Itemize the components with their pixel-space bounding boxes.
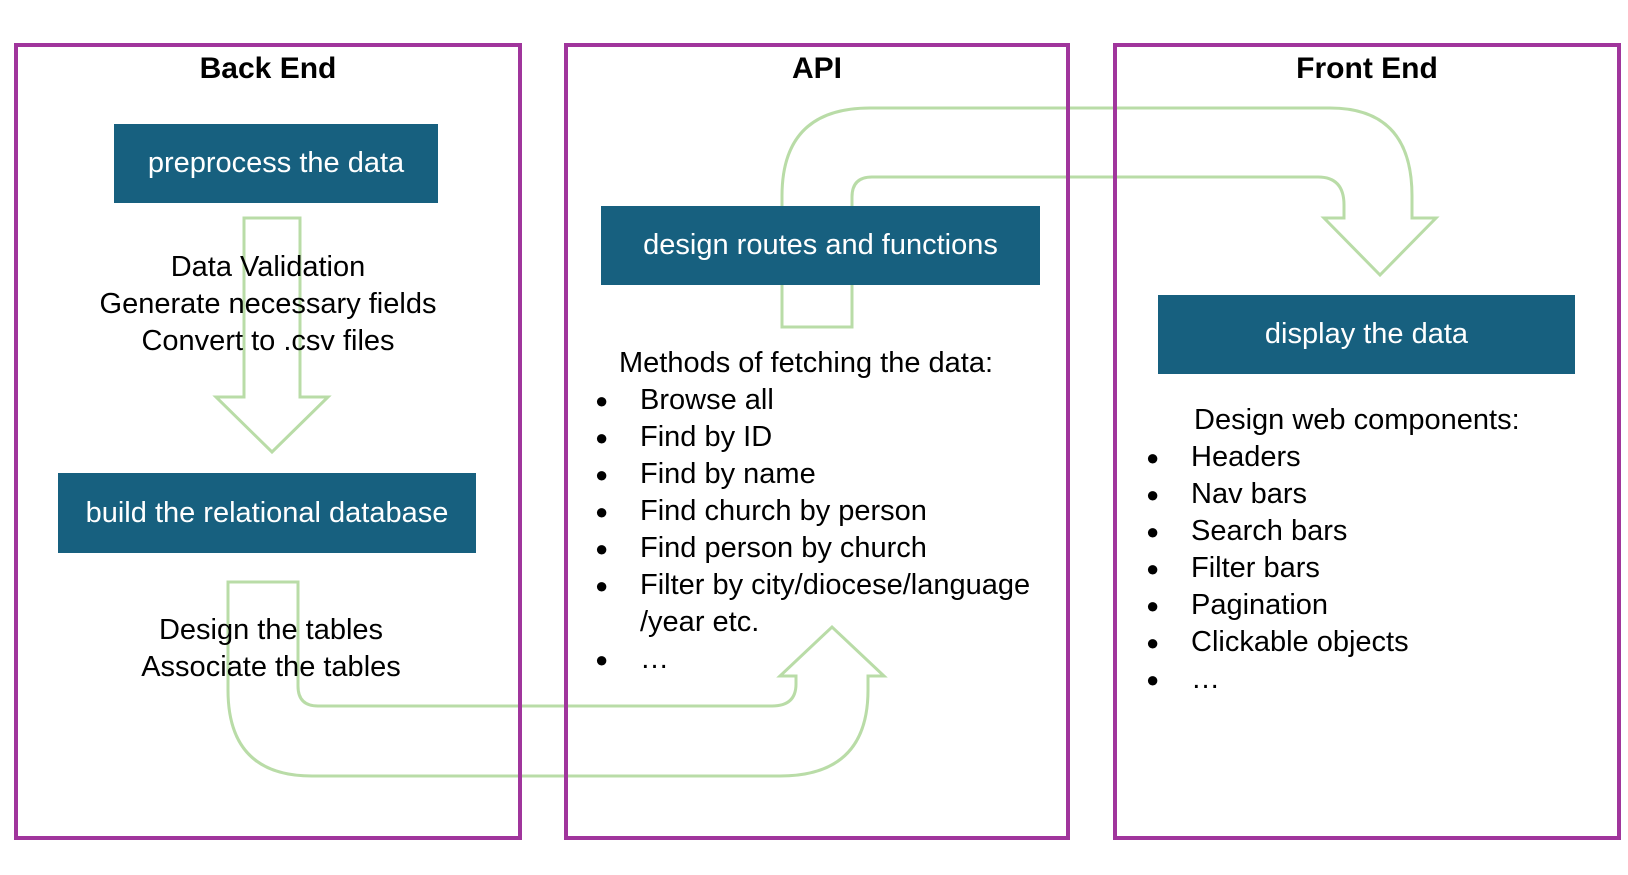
display-data-step-box: display the data [1158,295,1575,374]
back-end-title: Back End [199,52,337,85]
list-item: ●Filter bars [1143,550,1409,587]
bullet-icon: ● [1146,482,1160,507]
preprocess-step-box: preprocess the data [114,124,438,203]
preprocess-notes: Data Validation Generate necessary field… [14,249,522,360]
u-turn-arrow-icon [780,106,1440,329]
components-heading: Design web components: [1194,404,1520,436]
api-title: API [791,52,842,85]
bullet-icon: ● [1146,593,1160,618]
list-item: ●Find person by church [592,530,1030,567]
database-note: Associate the tables [141,651,401,683]
down-arrow-icon [212,216,332,455]
bullet-icon: ● [1146,556,1160,581]
list-item: ●Find by name [592,456,1030,493]
list-item: ●… [1143,661,1409,698]
bullet-icon: ● [595,462,609,487]
bullet-icon: ● [595,647,609,672]
list-item: ●Clickable objects [1143,624,1409,661]
api-panel [564,43,1070,840]
bullet-icon: ● [595,425,609,450]
list-item: ●Headers [1143,439,1409,476]
bullet-icon: ● [1146,445,1160,470]
bullet-icon: ● [595,573,609,598]
list-item: ●Nav bars [1143,476,1409,513]
bullet-icon: ● [1146,519,1160,544]
list-item: ●Find church by person [592,493,1030,530]
list-item: ●Browse all [592,382,1030,419]
bullet-icon: ● [1146,667,1160,692]
build-database-step-box: build the relational database [58,473,476,553]
bullet-icon: ● [595,499,609,524]
bullet-icon: ● [1146,630,1160,655]
bullet-icon: ● [595,536,609,561]
methods-heading: Methods of fetching the data: [619,347,994,379]
design-routes-step-box: design routes and functions [601,206,1040,285]
list-item: ●Search bars [1143,513,1409,550]
list-item: ●Pagination [1143,587,1409,624]
list-item: ●Filter by city/diocese/language /year e… [595,569,1031,638]
database-note: Design the tables [158,614,384,646]
u-turn-arrow-icon [226,580,888,778]
preprocess-note: Data Validation [170,251,366,283]
back-end-panel [14,43,522,840]
methods-list: ●Browse all ●Find by ID ●Find by name ●F… [592,382,1030,678]
front-end-title: Front End [1296,52,1438,85]
preprocess-note: Convert to .csv files [141,325,395,357]
front-end-panel [1113,43,1621,840]
list-item: ●… [592,641,1030,678]
database-notes: Design the tables Associate the tables [14,612,528,686]
bullet-icon: ● [595,388,609,413]
components-list: ●Headers ●Nav bars ●Search bars ●Filter … [1143,439,1409,698]
list-item: ●Find by ID [592,419,1030,456]
preprocess-note: Generate necessary fields [99,288,437,320]
